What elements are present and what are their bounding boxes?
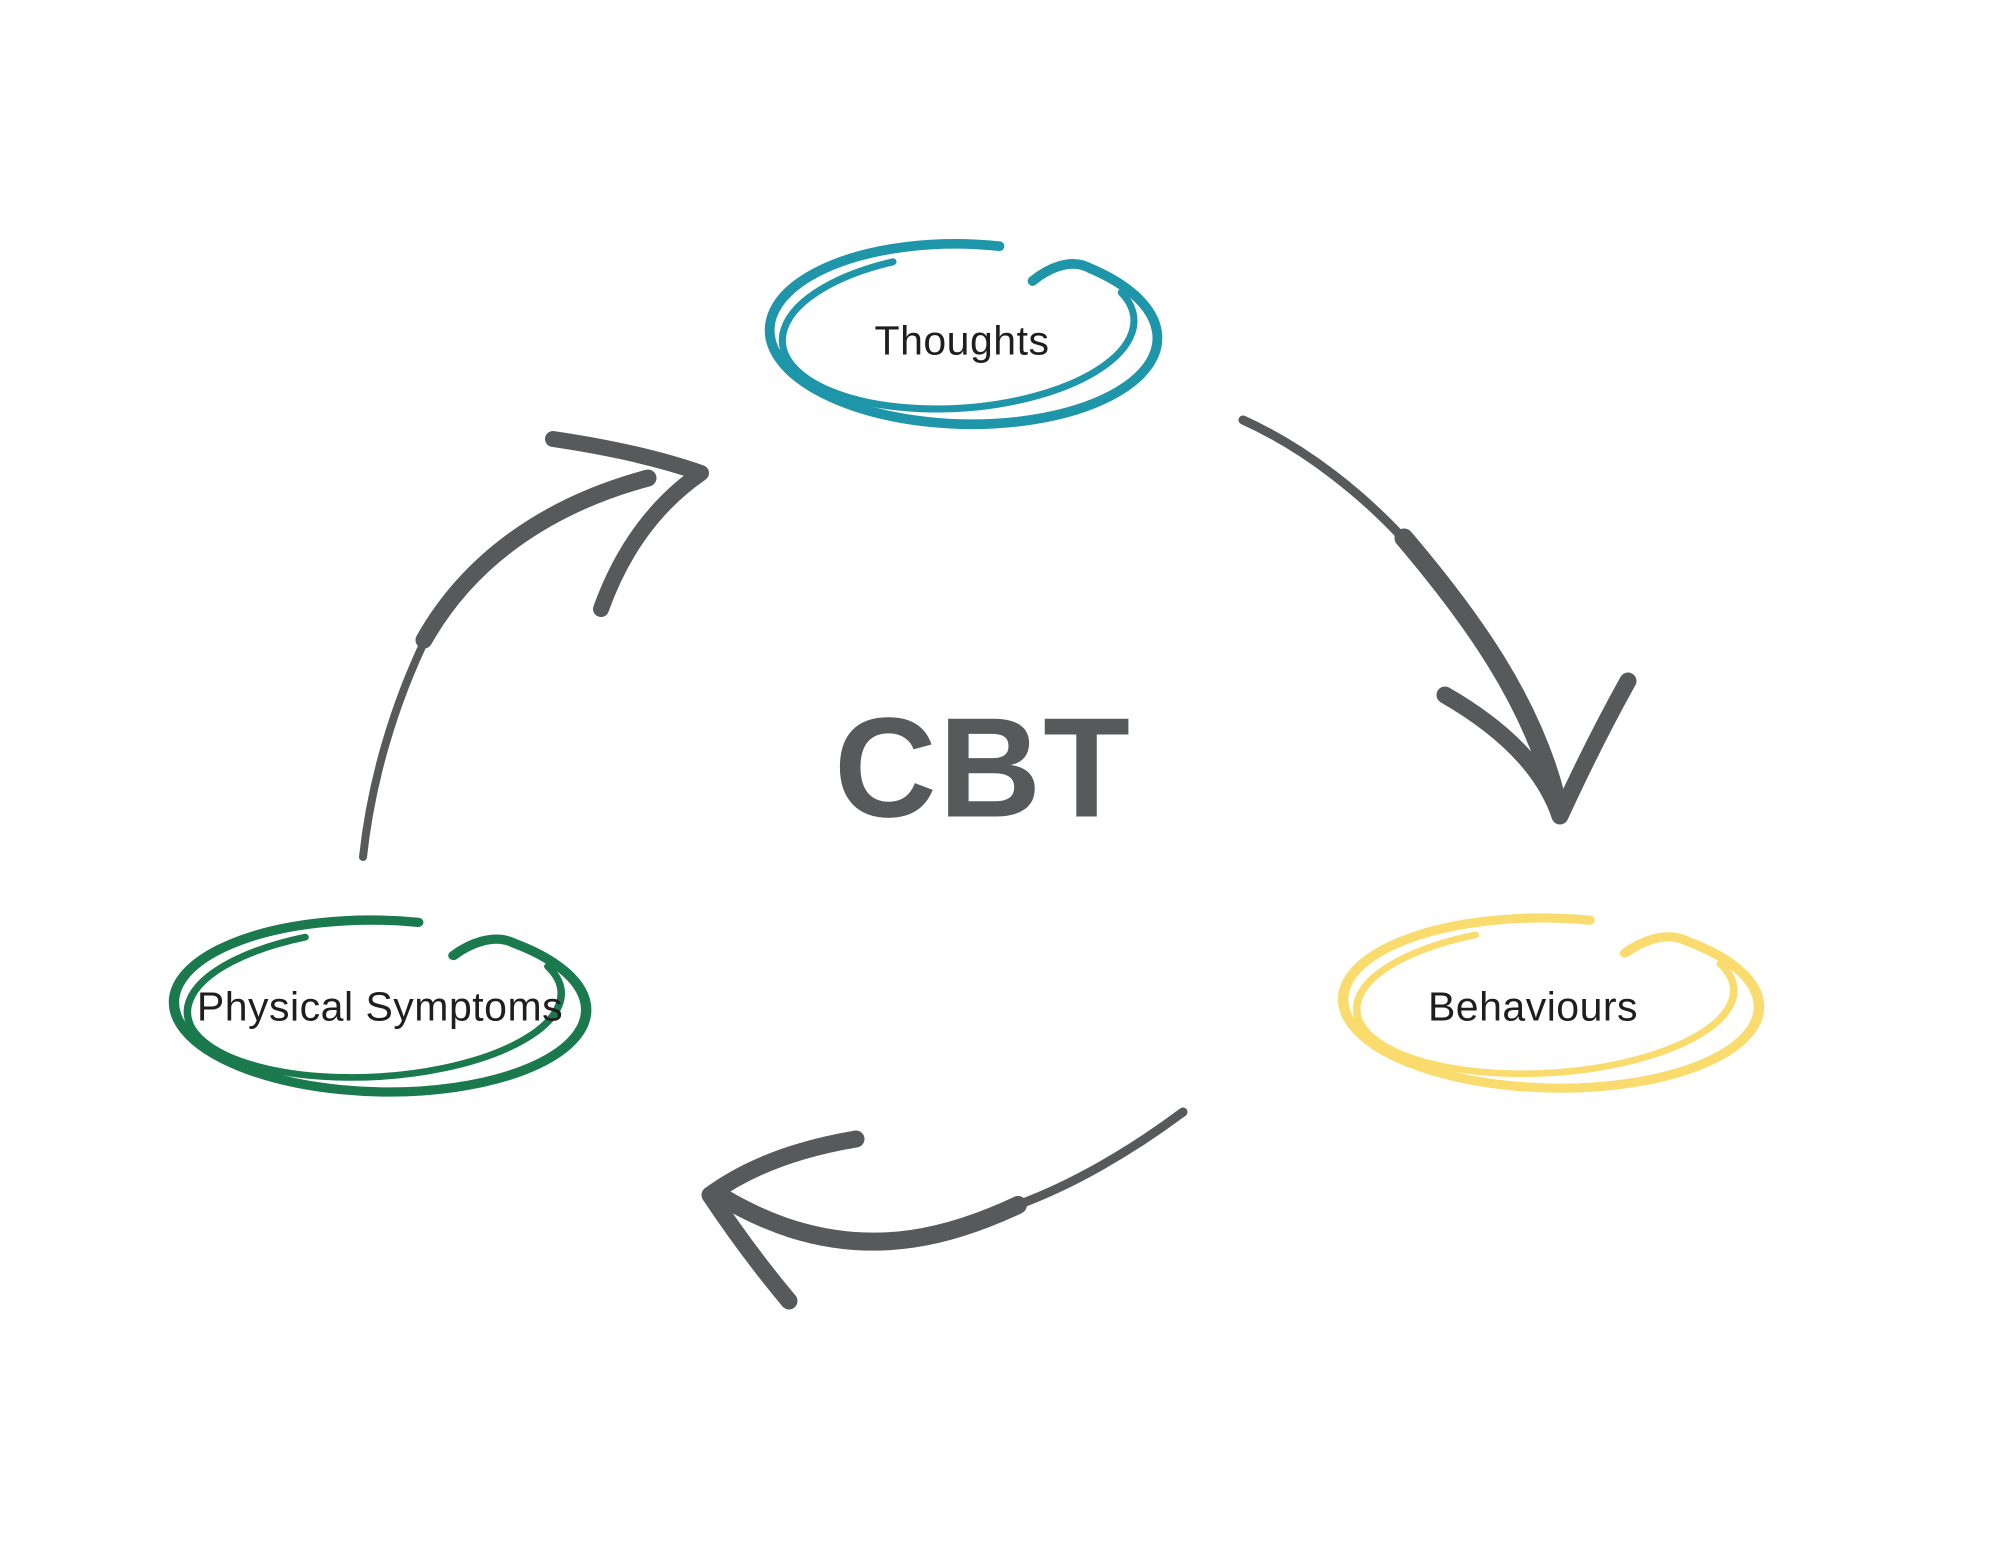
arrow-behaviours-to-physical-symptoms — [701, 1107, 1188, 1310]
arrow-tail — [1007, 1107, 1188, 1212]
arrow-shaft — [713, 1188, 1027, 1251]
arrow-tail — [359, 628, 433, 861]
behaviours-label: Behaviours — [1427, 983, 1639, 1030]
thoughts-label: Thoughts — [874, 317, 1050, 364]
arrow-thoughts-to-behaviours — [1238, 415, 1637, 825]
arrow-shaft — [415, 469, 657, 649]
arrow-tail — [1238, 415, 1417, 553]
physical-symptoms-label: Physical Symptoms — [196, 983, 564, 1030]
arrowhead-up-right-icon — [545, 431, 709, 617]
diagram-title: CBT — [834, 688, 1132, 848]
arrow-physical-symptoms-to-thoughts — [359, 431, 709, 861]
arrowhead-down-icon — [1436, 672, 1637, 825]
arrowhead-left-icon — [701, 1130, 865, 1310]
arrow-shaft — [1394, 528, 1566, 808]
